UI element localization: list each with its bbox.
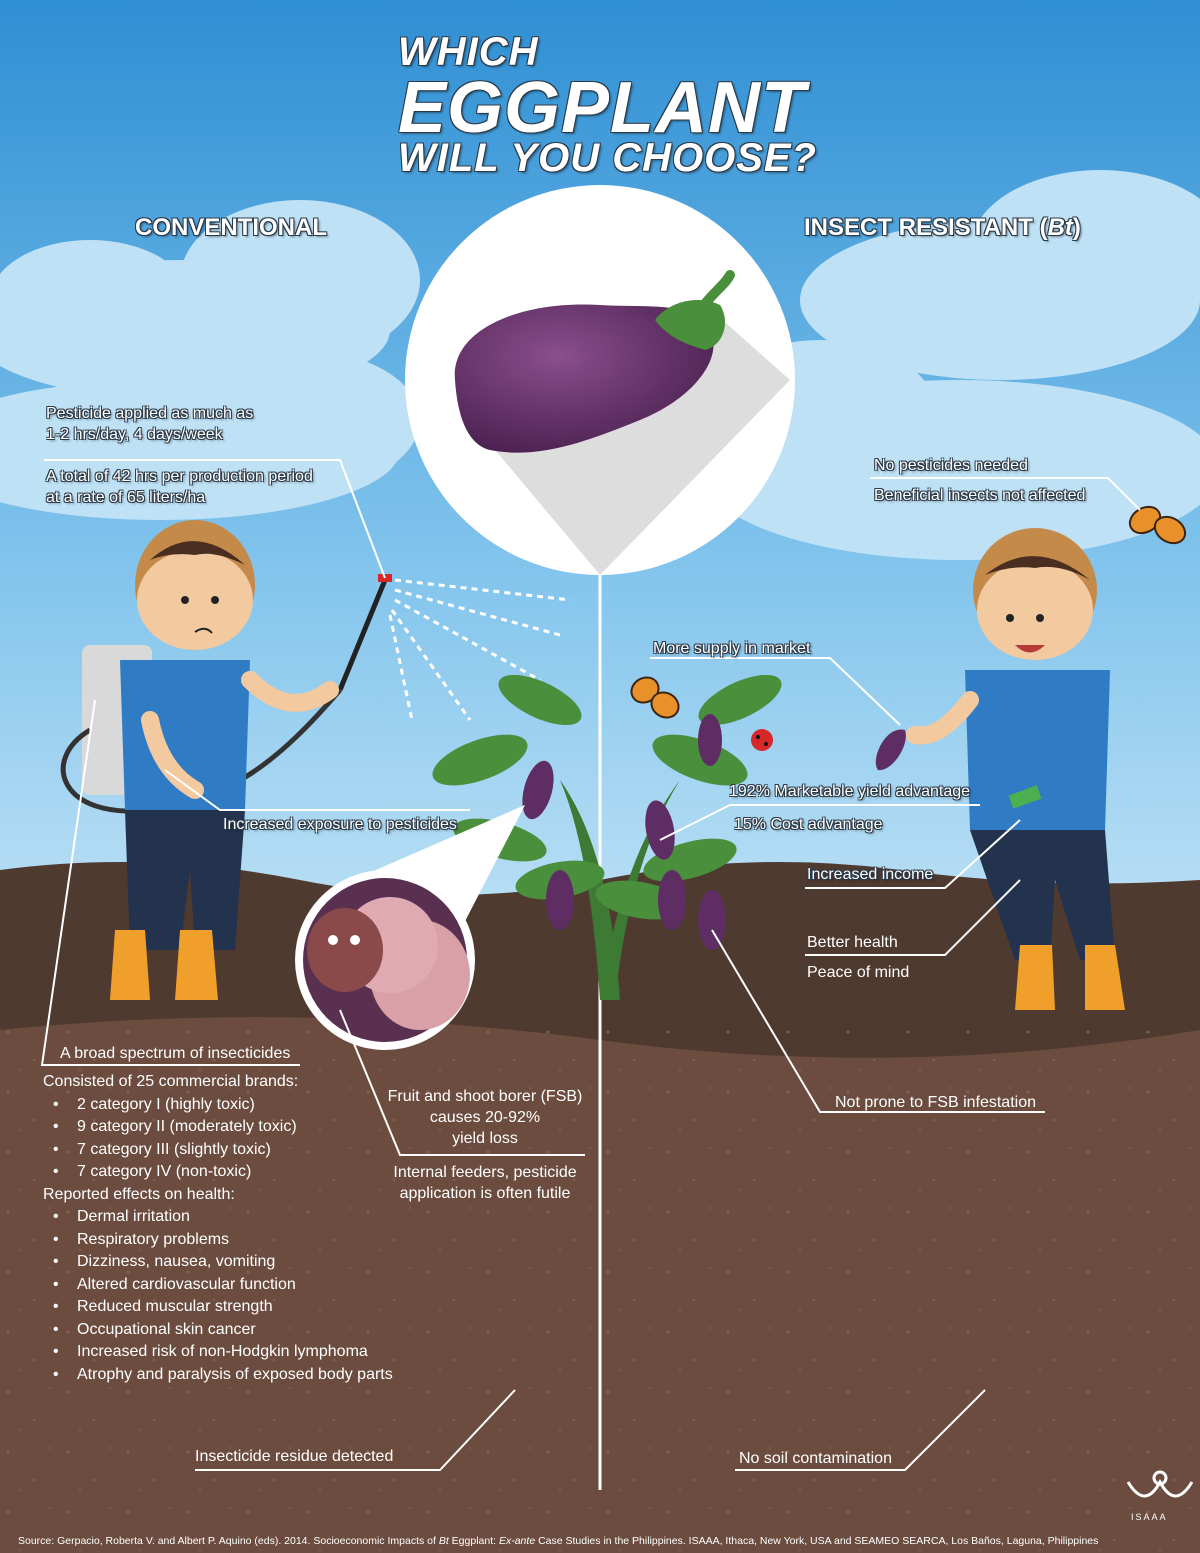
list-item: Reduced muscular strength — [77, 1296, 393, 1319]
effects-title: Reported effects on health: — [43, 1185, 235, 1203]
butterfly-icon — [630, 505, 1187, 719]
title-line3: WILL YOU CHOOSE? — [398, 136, 817, 180]
yield-advantage-label: 192% Marketable yield advantage — [729, 783, 971, 800]
list-item: 7 category III (slightly toxic) — [77, 1139, 393, 1162]
logo-text: ISAAA — [1131, 1512, 1168, 1522]
no-pesticides-label: No pesticides needed — [874, 457, 1028, 474]
eggplant-body — [454, 304, 714, 453]
source-citation: Source: Gerpacio, Roberta V. and Albert … — [18, 1535, 1099, 1547]
supply-label: More supply in market — [653, 640, 811, 657]
eggplant-fruits — [522, 714, 726, 950]
effects-list: Dermal irritation Respiratory problems D… — [43, 1206, 393, 1386]
list-item: Occupational skin cancer — [77, 1319, 393, 1342]
list-item: Dermal irritation — [77, 1206, 393, 1229]
list-item: Altered cardiovascular function — [77, 1274, 393, 1297]
left-farmer — [60, 520, 392, 1000]
ladybug-icon — [751, 729, 773, 751]
right-farmer — [875, 528, 1125, 1010]
bt-heading: INSECT RESISTANT (Bt) — [804, 214, 1081, 241]
title-line2: EGGPLANT — [398, 68, 807, 148]
title-line1: WHICH — [398, 30, 539, 74]
brands-list: 2 category I (highly toxic) 9 category I… — [43, 1094, 393, 1184]
connector-lines — [40, 459, 1141, 1471]
list-item: 9 category II (moderately toxic) — [77, 1116, 393, 1139]
no-soil-contamination-label: No soil contamination — [739, 1450, 892, 1467]
insecticide-info-list: Consisted of 25 commercial brands: 2 cat… — [43, 1071, 393, 1386]
peace-label: Peace of mind — [807, 964, 910, 981]
list-item: Increased risk of non-Hodgkin lymphoma — [77, 1341, 393, 1364]
not-prone-label: Not prone to FSB infestation — [835, 1094, 1036, 1111]
list-item: Atrophy and paralysis of exposed body pa… — [77, 1364, 393, 1387]
fsb-worm-circle — [295, 805, 525, 1050]
residue-label: Insecticide residue detected — [195, 1448, 394, 1465]
isaaa-logo — [1126, 1470, 1194, 1498]
cost-advantage-label: 15% Cost advantage — [734, 816, 883, 833]
brands-title: Consisted of 25 commercial brands: — [43, 1073, 299, 1090]
eggplant-circle — [405, 185, 795, 575]
broad-spectrum-label: A broad spectrum of insecticides — [60, 1045, 291, 1062]
list-item: Respiratory problems — [77, 1229, 393, 1252]
list-item: 2 category I (highly toxic) — [77, 1094, 393, 1117]
exposure-label: Increased exposure to pesticides — [223, 816, 457, 833]
fsb-label: Fruit and shoot borer (FSB)causes 20-92%… — [387, 1088, 583, 1147]
list-item: Dizziness, nausea, vomiting — [77, 1251, 393, 1274]
spray-lines — [388, 578, 571, 721]
income-label: Increased income — [807, 866, 934, 883]
beneficial-insects-label: Beneficial insects not affected — [874, 487, 1086, 504]
conventional-heading: CONVENTIONAL — [135, 214, 327, 241]
list-item: 7 category IV (non-toxic) — [77, 1161, 393, 1184]
eggplant-cap — [655, 300, 725, 350]
health-label: Better health — [807, 934, 898, 951]
